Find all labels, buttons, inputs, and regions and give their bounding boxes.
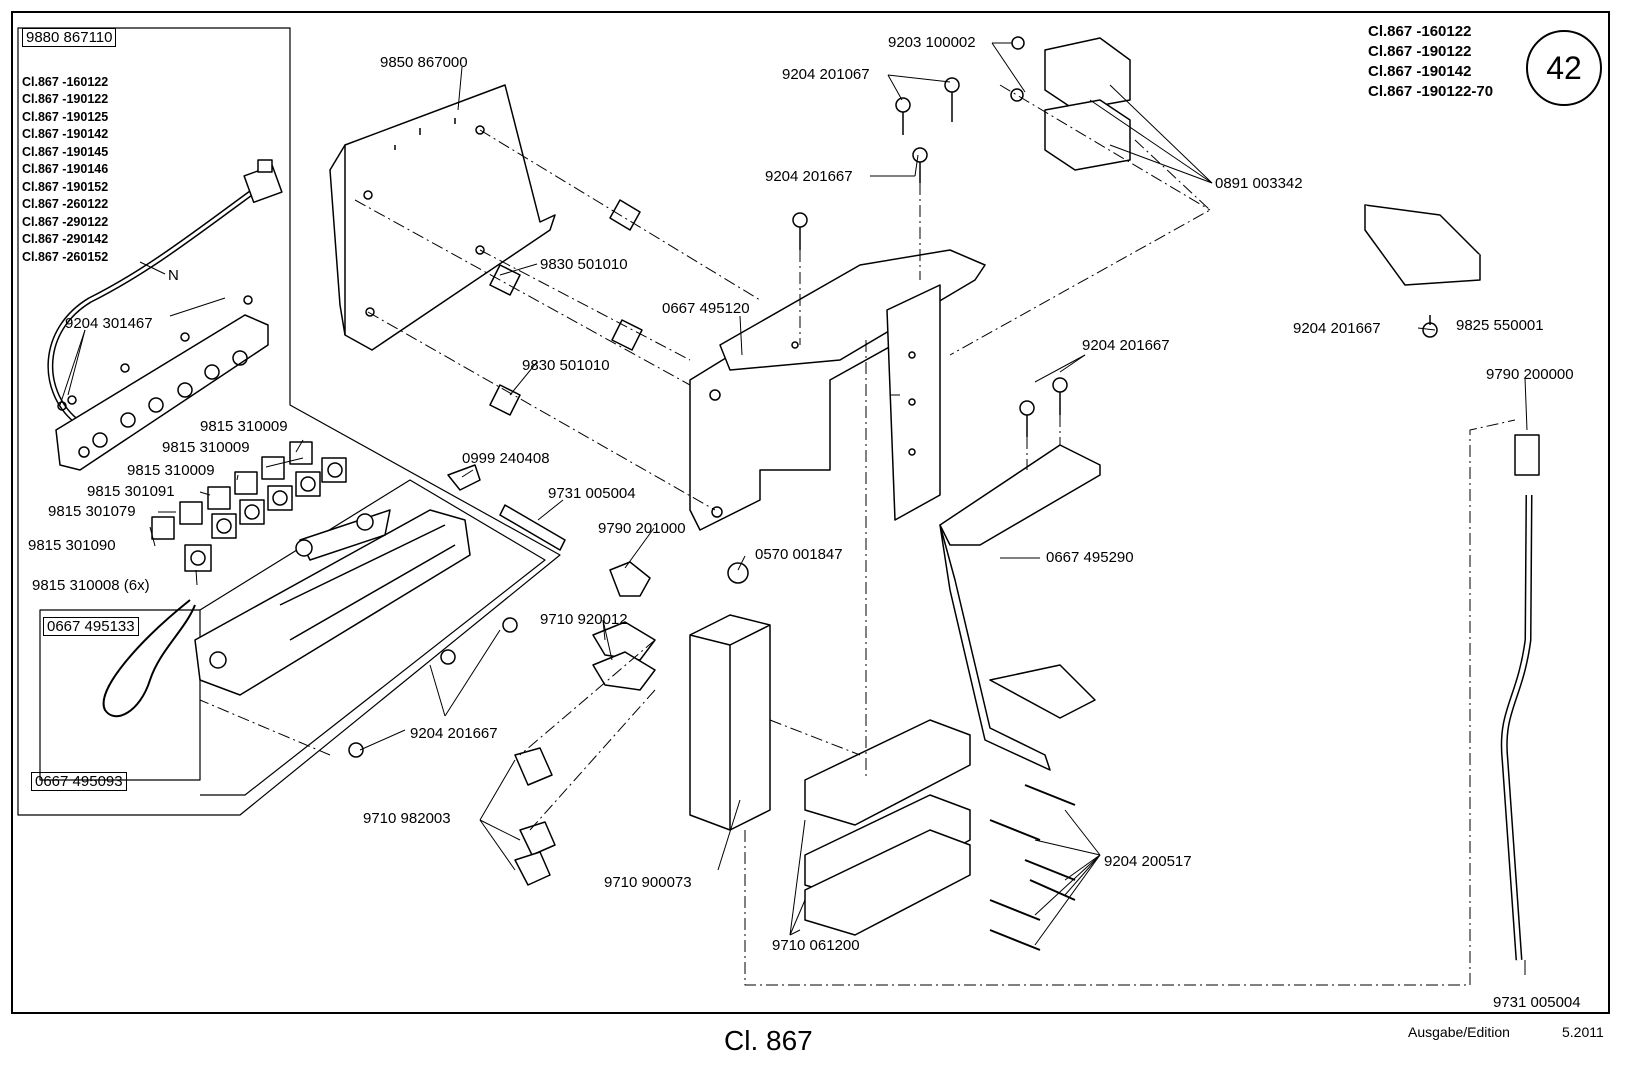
part-label: 0667 495120 xyxy=(662,300,750,317)
page-number-circle: 42 xyxy=(1526,30,1602,106)
part-label: 9204 201067 xyxy=(782,66,870,83)
drawing-frame xyxy=(11,11,1610,1014)
part-label: 9815 301091 xyxy=(87,483,175,500)
part-label: 9850 867000 xyxy=(380,54,468,71)
cable-tie-bracket xyxy=(102,599,196,717)
fittings xyxy=(447,464,749,886)
part-label: 9815 310009 xyxy=(162,439,250,456)
part-label: 9731 005004 xyxy=(548,485,636,502)
weight-blocks xyxy=(804,719,971,936)
part-label: 9204 201667 xyxy=(1293,320,1381,337)
model-item: Cl.867 -290122 xyxy=(22,214,109,229)
model-list-left: 9880 867110 Cl.867 -160122 Cl.867 -19012… xyxy=(22,28,117,266)
pcb-board xyxy=(329,84,556,351)
model-item: Cl.867 -260152 xyxy=(22,249,109,264)
cable-assembly xyxy=(47,159,283,423)
screws xyxy=(57,36,1438,758)
part-label: 9815 301090 xyxy=(28,537,116,554)
part-label: 0891 003342 xyxy=(1215,175,1303,192)
model-item: Cl.867 -260122 xyxy=(22,197,109,211)
part-label-boxed: 0667 495133 xyxy=(43,617,139,636)
keycaps xyxy=(151,441,347,572)
part-label: 9815 301079 xyxy=(48,503,136,520)
rod-right xyxy=(1500,494,1533,961)
model-item: Cl.867 -190146 xyxy=(22,162,109,176)
keypad-housing xyxy=(194,509,471,696)
model-item: Cl.867 -190142 xyxy=(22,127,109,141)
part-label: 9830 501010 xyxy=(540,256,628,273)
long-screws xyxy=(989,784,1076,951)
part-label: 0999 240408 xyxy=(462,450,550,467)
page-number: 42 xyxy=(1546,49,1582,86)
part-label: 9790 200000 xyxy=(1486,366,1574,383)
part-label-boxed: 0667 495093 xyxy=(31,772,127,791)
part-label: 9815 310008 (6x) xyxy=(32,577,150,594)
valve-manifold xyxy=(689,614,771,831)
model-item: Cl.867 -190122 xyxy=(1368,43,1472,60)
main-bracket xyxy=(689,249,986,531)
part-label: 9731 005004 xyxy=(1493,994,1581,1011)
part-label: 9204 201667 xyxy=(765,168,853,185)
left-group-outline xyxy=(17,27,561,816)
pipe-fitting xyxy=(1514,434,1540,476)
model-list-right: Cl.867 -160122 Cl.867 -190122 Cl.867 -19… xyxy=(1368,22,1493,102)
vertical-plate xyxy=(886,284,941,521)
part-label: 9204 200517 xyxy=(1104,853,1192,870)
part-label: 9203 100002 xyxy=(888,34,976,51)
terminal-block xyxy=(1364,204,1481,286)
part-label: 9710 061200 xyxy=(772,937,860,954)
leader-lines xyxy=(59,42,1528,975)
spacers xyxy=(489,199,643,416)
model-item: Cl.867 -190122-70 xyxy=(1368,83,1494,100)
part-label: 9830 501010 xyxy=(522,357,610,374)
kit-number-box: 9880 867110 xyxy=(22,28,117,47)
part-label: 9815 310009 xyxy=(200,418,288,435)
bracket-group-outline xyxy=(39,609,201,781)
part-label: 9204 301467 xyxy=(65,315,153,332)
part-label: 9710 900073 xyxy=(604,874,692,891)
cover-clips xyxy=(1044,37,1131,171)
model-title: Cl. 867 xyxy=(724,1025,813,1056)
model-item: Cl.867 -190125 xyxy=(22,109,109,124)
edition-date: 5.2011 xyxy=(1562,1024,1604,1040)
model-item: Cl.867 -290142 xyxy=(22,232,109,246)
part-label: 9204 201667 xyxy=(410,725,498,742)
foot-bracket xyxy=(939,444,1101,771)
part-label: 9710 982003 xyxy=(363,810,451,827)
part-label: 0570 001847 xyxy=(755,546,843,563)
part-label: 9710 920012 xyxy=(540,611,628,628)
model-item: Cl.867 -160122 xyxy=(22,74,109,89)
switch-panel-board xyxy=(55,314,269,471)
model-item: Cl.867 -190152 xyxy=(22,179,109,194)
model-item: Cl.867 -190122 xyxy=(22,92,109,106)
part-label: 9825 550001 xyxy=(1456,317,1544,334)
model-item: Cl.867 -190145 xyxy=(22,144,109,159)
assembly-lines xyxy=(199,84,1516,986)
edition-label: Ausgabe/Edition xyxy=(1408,1024,1510,1040)
part-label: 9204 201667 xyxy=(1082,337,1170,354)
part-label: 9815 310009 xyxy=(127,462,215,479)
part-label: 0667 495290 xyxy=(1046,549,1134,566)
part-label: 9790 201000 xyxy=(598,520,686,537)
model-item: Cl.867 -160122 xyxy=(1368,23,1472,40)
cable-label-n: N xyxy=(168,267,179,284)
model-item: Cl.867 -190142 xyxy=(1368,63,1472,80)
